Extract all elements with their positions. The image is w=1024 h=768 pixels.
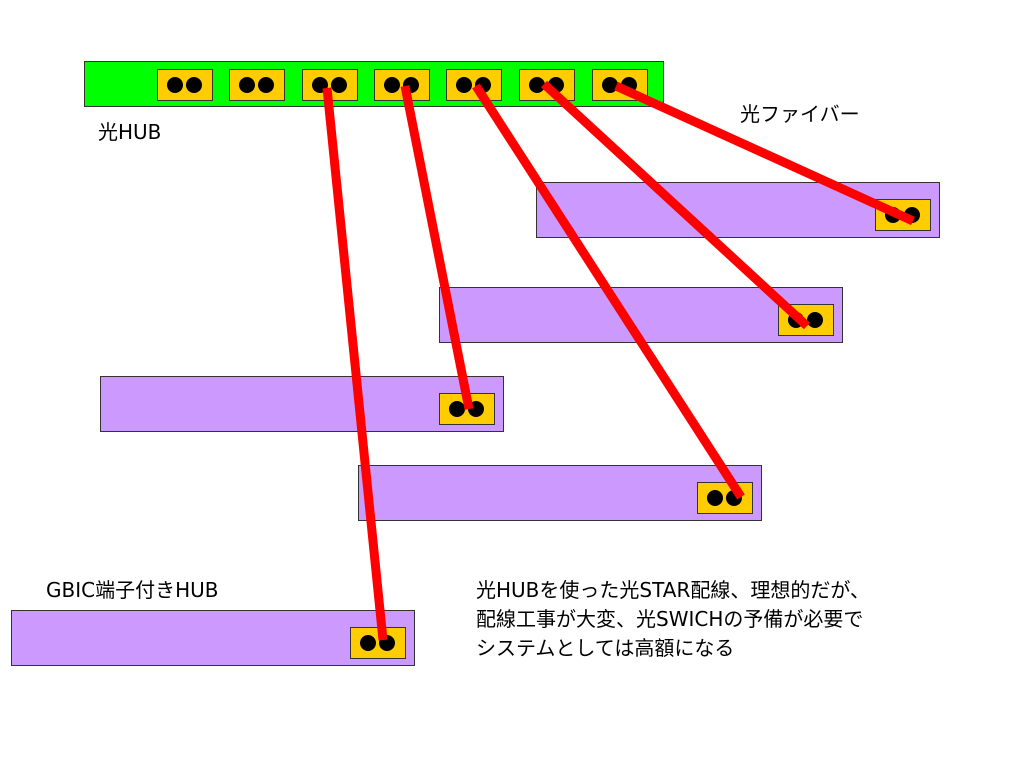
port-hole-icon <box>707 490 723 506</box>
port-hole-icon <box>312 77 328 93</box>
port-hole-icon <box>475 77 491 93</box>
note-line: システムとしては高額になる <box>476 636 735 660</box>
port-hole-icon <box>726 490 742 506</box>
port-hole-icon <box>529 77 545 93</box>
port-hole-icon <box>186 77 202 93</box>
gbic-switch-4 <box>358 465 762 521</box>
port-hole-icon <box>403 77 419 93</box>
note-line: 光HUBを使った光STAR配線、理想的だが、 <box>476 578 870 602</box>
description-note: 光HUBを使った光STAR配線、理想的だが、 配線工事が大変、光SWICHの予備… <box>476 576 870 663</box>
port-hole-icon <box>621 77 637 93</box>
port-hole-icon <box>384 77 400 93</box>
port-hole-icon <box>239 77 255 93</box>
hub-port-1 <box>157 69 213 101</box>
port-hole-icon <box>449 401 465 417</box>
port-hole-icon <box>904 207 920 223</box>
port-hole-icon <box>602 77 618 93</box>
port-hole-icon <box>258 77 274 93</box>
hub-port-7 <box>592 69 648 101</box>
optical-hub-label: 光HUB <box>98 120 162 144</box>
hub-port-6 <box>519 69 575 101</box>
hub-port-2 <box>229 69 285 101</box>
port-hole-icon <box>807 312 823 328</box>
port-hole-icon <box>468 401 484 417</box>
hub-port-3 <box>302 69 358 101</box>
gbic-hub-label: GBIC端子付きHUB <box>46 578 219 602</box>
gbic-switch-2 <box>439 287 843 343</box>
note-line: 配線工事が大変、光SWICHの予備が必要で <box>476 607 864 631</box>
optical-fiber-label: 光ファイバー <box>740 102 860 126</box>
port-hole-icon <box>548 77 564 93</box>
gbic-switch-3 <box>100 376 504 432</box>
port-hole-icon <box>456 77 472 93</box>
gbic-port <box>439 393 495 425</box>
fiber-cable <box>400 85 474 410</box>
port-hole-icon <box>885 207 901 223</box>
hub-port-5 <box>446 69 502 101</box>
gbic-switch-1 <box>536 182 940 238</box>
port-hole-icon <box>331 77 347 93</box>
gbic-port <box>350 627 406 659</box>
gbic-port <box>875 199 931 231</box>
port-hole-icon <box>167 77 183 93</box>
port-hole-icon <box>788 312 804 328</box>
port-hole-icon <box>360 635 376 651</box>
gbic-port <box>697 482 753 514</box>
gbic-switch-5 <box>11 610 415 666</box>
hub-port-4 <box>374 69 430 101</box>
gbic-port <box>778 304 834 336</box>
port-hole-icon <box>379 635 395 651</box>
fiber-cable <box>322 87 388 641</box>
